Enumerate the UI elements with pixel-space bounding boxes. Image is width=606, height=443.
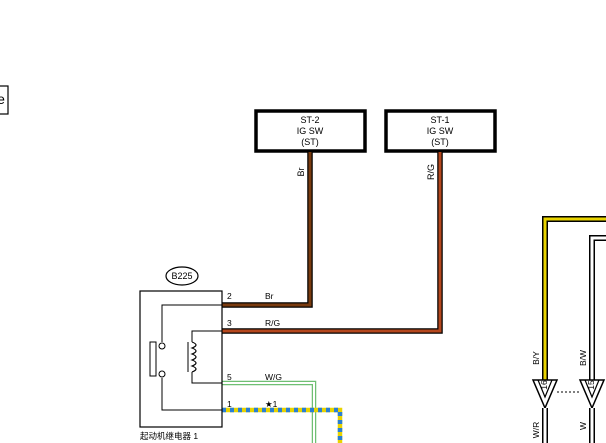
wire-star1 <box>222 407 343 443</box>
relay-pin-1-wire: ★1 <box>265 399 278 409</box>
wire-br-vertical-label: Br <box>296 167 306 176</box>
switch-st2-box <box>254 109 367 153</box>
switch-st2-line3: (ST) <box>301 137 319 147</box>
relay-box <box>139 290 223 428</box>
wire-bw-outline <box>589 235 606 380</box>
connector-right-chevron-outer <box>578 379 606 410</box>
wire-rg-core <box>222 152 442 333</box>
wire-br <box>222 152 313 308</box>
relay-pin-3: 3 <box>227 318 232 328</box>
relay-pin-1: 1 <box>227 399 232 409</box>
switch-st2-line2: IG SW <box>297 126 324 136</box>
switch-st1-line2: IG SW <box>427 126 454 136</box>
relay-switch-blade <box>149 341 157 377</box>
wire-w-label: W <box>578 422 588 430</box>
switch-st1: ST-1 IG SW (ST) <box>384 109 497 153</box>
relay-pin-2: 2 <box>227 291 232 301</box>
relay-name: 起动机继电器 1 <box>140 431 198 441</box>
switch-st2-line1: ST-2 <box>300 115 319 125</box>
wire-bw-label: B/W <box>578 350 588 366</box>
connector-right: 15 <box>578 379 606 410</box>
relay-connector-ellipse <box>165 266 199 286</box>
connector-right-pin: 15 <box>586 380 596 390</box>
wire-star1-dash <box>222 407 343 443</box>
wire-wg-outline <box>222 380 317 443</box>
relay-internal-wire-d <box>161 378 222 411</box>
connector-left: 16 <box>531 379 559 410</box>
wire-wg-core <box>222 382 315 443</box>
relay-connector-label: B225 <box>171 271 192 281</box>
wire-rg-vertical-label: R/G <box>426 164 436 180</box>
switch-st1-box <box>384 109 497 153</box>
relay-pin-2-wire: Br <box>265 291 274 301</box>
relay-internal-wire-a <box>161 304 222 342</box>
relay-contact-top <box>158 342 166 350</box>
wire-star1-base <box>222 407 343 443</box>
connector-right-chevron-inner <box>584 379 600 399</box>
connector-left-chevron-outer <box>531 379 559 410</box>
wire-by-outline <box>542 216 606 380</box>
wire-by-core <box>543 217 606 380</box>
relay-coil <box>190 341 197 373</box>
connector-left-chevron-inner <box>537 379 553 399</box>
relay-connector-tag: B225 <box>165 266 199 286</box>
relay-pin-5: 5 <box>227 372 232 382</box>
connector-left-pin: 16 <box>539 380 549 390</box>
corner-label-text: e <box>0 91 5 107</box>
wire-rg <box>222 152 443 334</box>
relay-pin-5-wire: W/G <box>265 372 282 382</box>
relay-internal-wire-b <box>191 330 222 342</box>
wire-by-label: B/Y <box>531 351 541 365</box>
wire-wg <box>222 380 317 443</box>
switch-st1-line3: (ST) <box>431 137 449 147</box>
switch-st2: ST-2 IG SW (ST) <box>254 109 367 153</box>
corner-label: e <box>0 85 9 115</box>
wire-wr-label: W/R <box>531 422 541 439</box>
corner-label-box <box>0 85 9 115</box>
wire-bw <box>589 235 606 380</box>
relay-contact-bottom <box>158 370 166 378</box>
wire-by <box>542 216 606 380</box>
relay-pin-3-wire: R/G <box>265 318 280 328</box>
wire-bw-core <box>590 236 606 380</box>
switch-st1-line1: ST-1 <box>430 115 449 125</box>
wire-br-core <box>222 152 312 307</box>
relay-internal-wire-c <box>191 372 222 384</box>
